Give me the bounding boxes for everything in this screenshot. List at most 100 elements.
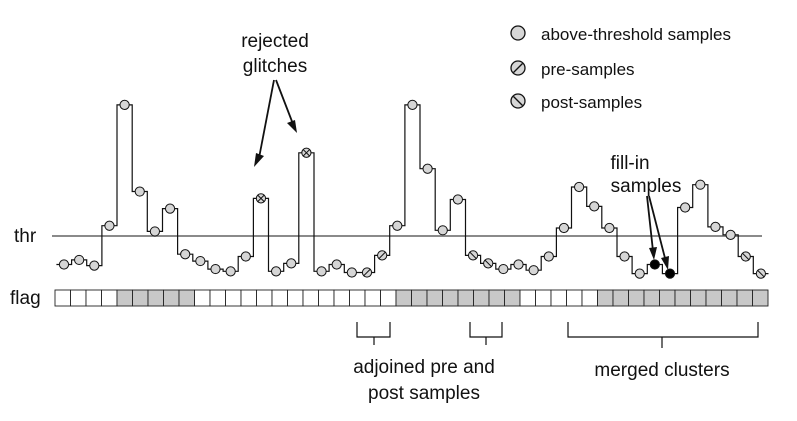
flag-cell-off <box>70 289 87 307</box>
flag-cell-off <box>333 289 350 307</box>
adjoined-brackets <box>356 322 503 345</box>
fillin-label-line2: samples <box>611 176 682 197</box>
flag-cell-on <box>163 289 180 307</box>
flag-cell-off <box>240 289 257 307</box>
flag-cell-off <box>225 289 242 307</box>
flag-cell-off <box>256 289 273 307</box>
sample-marker <box>498 263 509 275</box>
above-threshold-marker <box>574 181 585 193</box>
sample-marker <box>240 251 251 262</box>
sample-marker <box>528 265 539 276</box>
flag-cell-on <box>411 289 428 307</box>
flag-cell-on <box>659 289 676 307</box>
flag-cell-off <box>566 289 583 307</box>
flag-cell-on <box>721 289 738 307</box>
flag-cell-on <box>442 289 459 307</box>
flag-cell-off <box>550 289 567 307</box>
pre-sample-marker <box>361 267 373 278</box>
above-threshold-marker <box>619 251 630 262</box>
above-threshold-marker <box>604 222 615 234</box>
sample-marker <box>180 249 191 260</box>
merged-bracket <box>567 322 759 348</box>
flag-cell-on <box>147 289 164 307</box>
flag-row <box>54 289 769 307</box>
above-threshold-marker <box>680 202 691 213</box>
sample-marker <box>543 251 554 262</box>
flag-cell-on <box>178 289 195 307</box>
signal-staircase <box>56 104 769 275</box>
post-sample-marker <box>755 268 767 279</box>
fill-in-marker <box>649 259 660 270</box>
sample-marker <box>74 254 85 266</box>
above-threshold-marker <box>725 229 736 240</box>
sample-marker <box>346 267 357 278</box>
sample-marker <box>286 258 297 269</box>
sample-marker <box>316 266 327 277</box>
fillin-arrows <box>646 195 669 270</box>
flag-cell-off <box>287 289 304 307</box>
legend-above-icon <box>510 25 526 41</box>
above-threshold-marker <box>710 221 721 232</box>
legend-pre-label: pre-samples <box>541 60 635 79</box>
above-threshold-marker <box>422 163 433 174</box>
flag-cell-off <box>349 289 366 307</box>
sample-marker <box>225 266 236 277</box>
flag-cell-off <box>318 289 335 307</box>
above-threshold-marker <box>407 99 418 111</box>
flag-cell-on <box>132 289 149 307</box>
legend-post-icon <box>510 93 526 109</box>
flag-label: flag <box>10 288 41 309</box>
post-sample-marker <box>740 251 751 262</box>
sample-markers <box>58 99 767 279</box>
above-threshold-marker <box>164 203 176 214</box>
flag-cell-on <box>674 289 691 307</box>
sample-marker <box>513 259 524 270</box>
glitch-marker <box>301 147 312 158</box>
flag-cell-on <box>488 289 505 307</box>
legend: above-threshold samples pre-samples post… <box>510 25 731 112</box>
flag-cell-off <box>519 289 536 307</box>
above-threshold-marker <box>134 186 145 197</box>
flag-cell-off <box>380 289 397 307</box>
flag-cell-off <box>302 289 319 307</box>
rejected-label-line2: glitches <box>243 56 307 77</box>
above-threshold-marker <box>695 179 706 190</box>
glitch-marker <box>255 193 267 204</box>
rejected-label-line1: rejected <box>241 31 309 52</box>
above-threshold-marker <box>589 201 600 212</box>
above-threshold-marker <box>634 268 645 279</box>
sample-marker <box>271 266 282 277</box>
above-threshold-marker <box>558 222 570 234</box>
sample-marker <box>210 263 221 275</box>
pre-sample-marker <box>377 250 388 261</box>
flag-cell-on <box>597 289 614 307</box>
above-threshold-marker <box>437 225 448 236</box>
merged-label: merged clusters <box>594 360 729 381</box>
flag-cell-off <box>535 289 552 307</box>
flag-cell-on <box>736 289 753 307</box>
sample-marker <box>331 259 342 270</box>
above-threshold-marker <box>149 226 160 237</box>
flag-cell-off <box>85 289 102 307</box>
rejected-arrows <box>254 79 297 167</box>
above-threshold-marker <box>104 220 115 231</box>
post-sample-marker <box>467 250 479 261</box>
legend-post-label: post-samples <box>541 93 642 112</box>
flag-cell-on <box>752 289 769 307</box>
adjoined-label-line2: post samples <box>368 383 480 404</box>
flag-cell-on <box>473 289 490 307</box>
flag-cell-on <box>395 289 412 307</box>
flag-cell-on <box>643 289 660 307</box>
flag-cell-off <box>209 289 226 307</box>
flag-cell-on <box>612 289 629 307</box>
flag-cell-on <box>628 289 645 307</box>
above-threshold-marker <box>452 194 463 205</box>
flag-cell-off <box>581 289 598 307</box>
adjoined-label-line1: adjoined pre and <box>353 357 495 378</box>
legend-above-label: above-threshold samples <box>541 25 731 44</box>
above-threshold-marker <box>392 220 403 231</box>
thr-label: thr <box>14 226 37 247</box>
above-threshold-marker <box>119 99 130 111</box>
fill-in-marker <box>664 268 676 279</box>
